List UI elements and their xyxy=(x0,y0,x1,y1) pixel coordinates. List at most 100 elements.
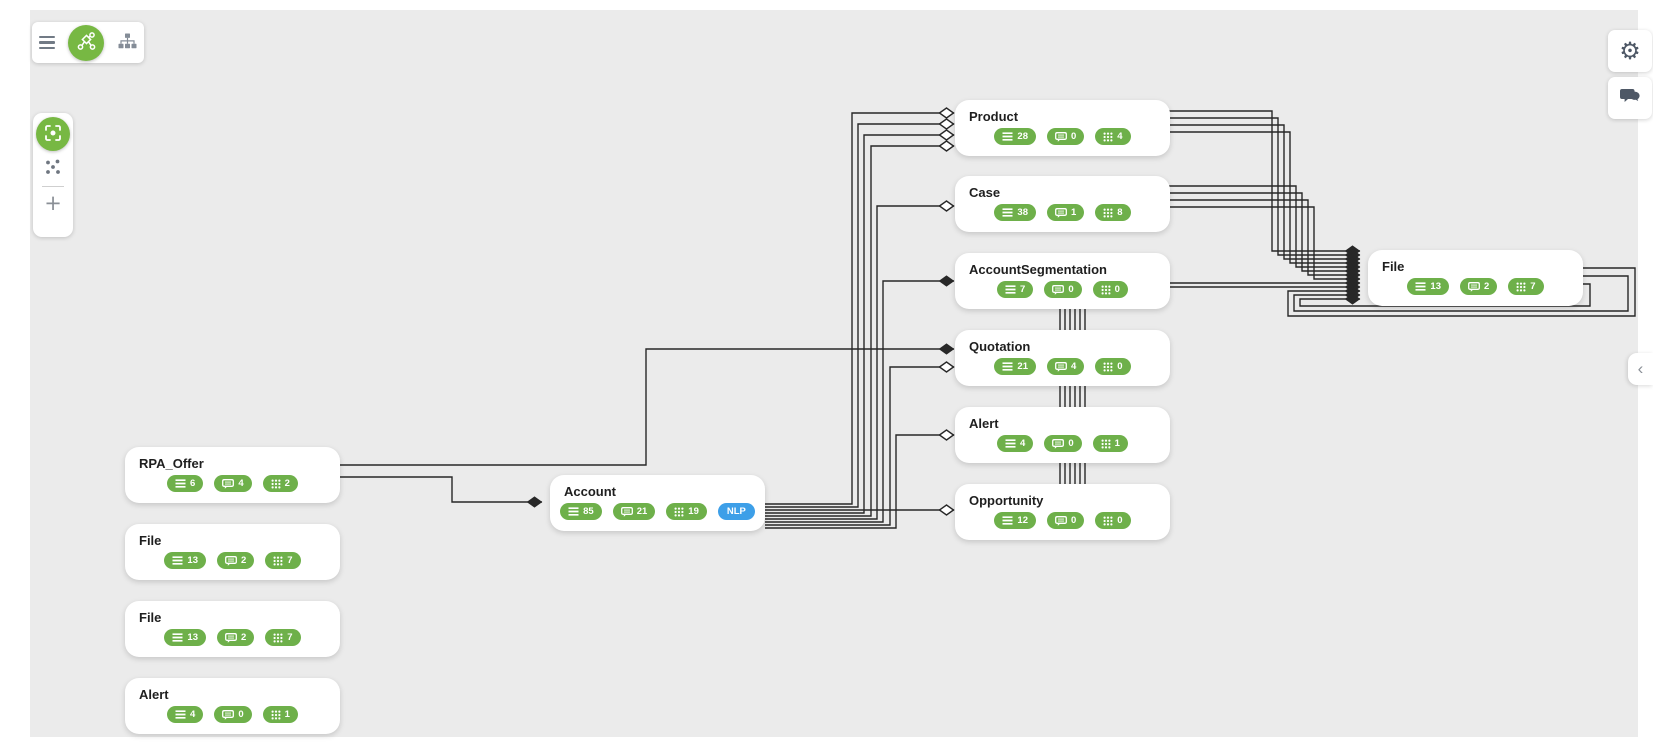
hamburger-icon xyxy=(38,35,55,50)
badge-value: 2 xyxy=(240,555,247,566)
grid-icon xyxy=(674,507,684,517)
grid-count-badge: 4 xyxy=(1095,128,1131,145)
comment-count-badge: 0 xyxy=(214,706,252,723)
badge-value: 1 xyxy=(284,709,290,720)
node-title: Alert xyxy=(969,416,999,431)
controls-divider xyxy=(42,186,64,187)
badge-value: 0 xyxy=(1070,515,1077,526)
list-count-badge: 13 xyxy=(164,552,206,569)
list-count-badge: 12 xyxy=(994,512,1036,529)
grid-icon xyxy=(1103,362,1113,372)
badge-value: 21 xyxy=(636,506,648,517)
hierarchy-icon xyxy=(118,33,137,52)
comment-icon xyxy=(222,709,235,720)
grid-count-badge: 0 xyxy=(1092,281,1128,298)
grid-count-badge: 0 xyxy=(1095,358,1131,375)
grid-icon xyxy=(1516,282,1526,292)
node-alert-right[interactable]: Alert 4 0 1 xyxy=(955,407,1170,463)
list-count-badge: 4 xyxy=(997,435,1034,452)
badge-value: 4 xyxy=(1070,361,1077,372)
center-focus-button[interactable] xyxy=(36,117,70,151)
badge-value: 38 xyxy=(1017,207,1028,218)
comment-count-badge: 2 xyxy=(216,552,255,569)
comment-count-badge: 2 xyxy=(1459,278,1498,295)
badge-value: 4 xyxy=(238,478,244,489)
comment-icon xyxy=(225,555,237,566)
badge-value: 19 xyxy=(688,506,699,517)
badge-value: 0 xyxy=(1117,515,1123,526)
node-title: Alert xyxy=(139,687,169,702)
node-title: Quotation xyxy=(969,339,1031,354)
hierarchy-view-button[interactable] xyxy=(118,33,137,52)
badge-value: 8 xyxy=(1117,207,1123,218)
list-icon xyxy=(175,710,186,719)
comment-icon xyxy=(1055,207,1067,218)
grid-icon xyxy=(1103,208,1113,218)
badge-value: 7 xyxy=(287,555,293,566)
comment-icon xyxy=(620,506,633,517)
badge-value: 0 xyxy=(1068,438,1074,449)
view-toolbar xyxy=(32,22,144,63)
badge-value: 0 xyxy=(238,709,244,720)
list-icon xyxy=(175,479,186,488)
list-count-badge: 6 xyxy=(167,475,204,492)
nlp-tag-badge: NLP xyxy=(717,503,755,520)
zoom-in-button[interactable]: + xyxy=(44,193,62,214)
badge-value: 1 xyxy=(1114,438,1120,449)
canvas-controls: + xyxy=(33,113,73,237)
badge-value: 12 xyxy=(1017,515,1028,526)
chat-button[interactable] xyxy=(1608,77,1652,119)
badge-value: 21 xyxy=(1017,361,1028,372)
list-count-badge: 13 xyxy=(164,629,206,646)
list-count-badge: 21 xyxy=(994,358,1036,375)
comment-count-badge: 21 xyxy=(612,503,656,520)
grid-icon xyxy=(1101,439,1111,449)
comment-icon xyxy=(222,478,235,489)
grid-count-badge: 1 xyxy=(1092,435,1128,452)
badge-value: 6 xyxy=(190,478,196,489)
node-quotation[interactable]: Quotation 21 4 0 xyxy=(955,330,1170,386)
list-icon xyxy=(172,633,183,642)
list-count-badge: 28 xyxy=(994,128,1036,145)
list-icon xyxy=(568,507,579,516)
scatter-dots-icon xyxy=(44,158,62,179)
graph-view-button[interactable] xyxy=(68,24,105,61)
comment-count-badge: 1 xyxy=(1046,204,1085,221)
list-icon xyxy=(1002,208,1013,217)
list-icon xyxy=(1002,132,1013,141)
badge-value: 0 xyxy=(1068,284,1074,295)
scatter-layout-button[interactable] xyxy=(44,158,62,179)
settings-button[interactable]: ⚙ xyxy=(1608,30,1652,72)
badge-value: 4 xyxy=(1020,438,1026,449)
grid-icon xyxy=(1103,516,1113,526)
list-count-badge: 13 xyxy=(1407,278,1449,295)
grid-count-badge: 7 xyxy=(265,629,301,646)
badge-value: 4 xyxy=(1117,131,1123,142)
grid-count-badge: 8 xyxy=(1095,204,1131,221)
node-title: Product xyxy=(969,109,1019,124)
panel-collapse-handle[interactable]: ‹ xyxy=(1628,353,1653,385)
badge-value: 13 xyxy=(187,555,198,566)
grid-icon xyxy=(271,479,281,489)
list-icon xyxy=(1002,516,1013,525)
menu-button[interactable] xyxy=(38,35,55,50)
node-badges: 4 0 1 xyxy=(969,435,1156,452)
badge-value: 13 xyxy=(187,632,198,643)
